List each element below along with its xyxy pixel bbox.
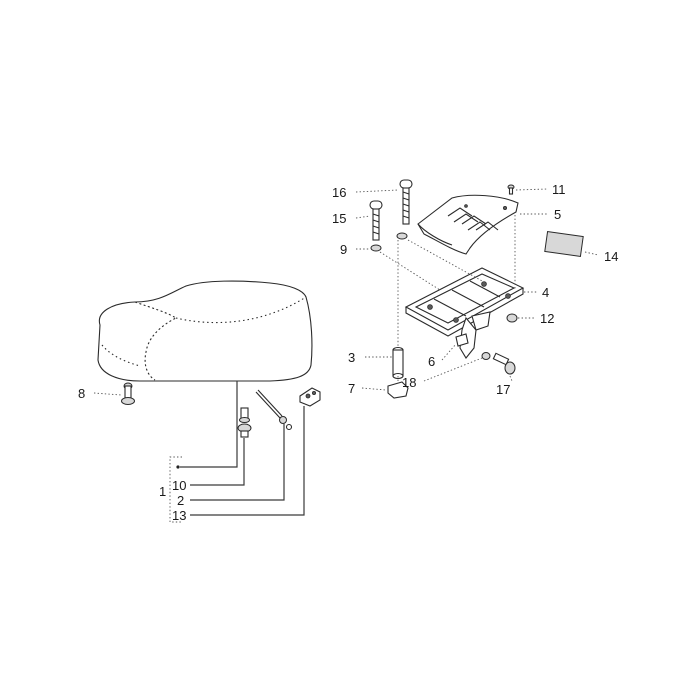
- part-7-nut: [387, 381, 409, 399]
- part-18-washer: [481, 352, 491, 360]
- callout-12: 12: [540, 311, 554, 326]
- part-4-rack: [404, 267, 525, 359]
- part-9-washer: [396, 232, 408, 240]
- part-8-screw: [121, 382, 135, 405]
- rack-leader-lines: [355, 188, 599, 391]
- callout-labels: 16 15 9 11 5 14 4 12 3 6 7 18 17 8 1 10 …: [78, 182, 618, 523]
- callout-15: 15: [332, 211, 346, 226]
- callout-13: 13: [172, 508, 186, 523]
- part-12-nut: [506, 313, 518, 323]
- part-6-block: [455, 333, 469, 347]
- seat-cushion: [97, 280, 313, 382]
- part-3-spacer: [392, 346, 404, 380]
- part-13-clip: [299, 387, 321, 407]
- callout-14: 14: [604, 249, 618, 264]
- part-16-bolt: [399, 179, 413, 225]
- callout-1: 1: [159, 484, 166, 499]
- part-9-washer: [370, 244, 382, 252]
- part-17-bolt: [492, 352, 516, 375]
- part-5-cover: [417, 194, 519, 255]
- part-2-cable: [255, 389, 293, 431]
- callout-18: 18: [402, 375, 416, 390]
- part-10-bolt: [237, 407, 252, 438]
- callout-10: 10: [172, 478, 186, 493]
- callout-9: 9: [340, 242, 347, 257]
- callout-7: 7: [348, 381, 355, 396]
- callout-11: 11: [552, 182, 566, 197]
- part-11-screw: [507, 184, 515, 195]
- callout-6: 6: [428, 354, 435, 369]
- callout-8: 8: [78, 386, 85, 401]
- callout-16: 16: [332, 185, 346, 200]
- callout-3: 3: [348, 350, 355, 365]
- callout-2: 2: [177, 493, 184, 508]
- part-14-label: [544, 231, 584, 257]
- kit-bracket: [169, 381, 305, 523]
- callout-5: 5: [554, 207, 561, 222]
- callout-17: 17: [496, 382, 510, 397]
- callout-4: 4: [542, 285, 549, 300]
- part-15-bolt: [369, 200, 383, 241]
